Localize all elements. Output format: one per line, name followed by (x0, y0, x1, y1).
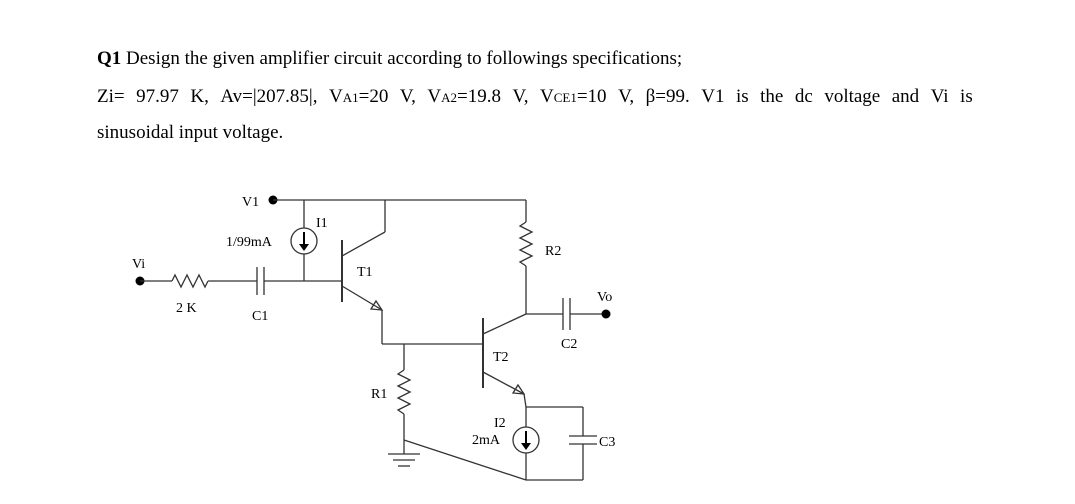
source-resistor-label: 2 K (176, 301, 197, 316)
i2-value-label: 2mA (472, 433, 501, 448)
t1-label: T1 (357, 265, 373, 280)
question-specifications: Zi= 97.97 K, Av=|207.85|, VA1=20 V, VA2=19.8 V,… (97, 85, 973, 110)
question-line-1: Q1 Design the given amplifier circuit ac… (97, 47, 682, 71)
i2-current-source-icon (512, 426, 540, 454)
spec-word: is (735, 86, 749, 107)
i1-current-source-icon (290, 227, 318, 255)
spec-word: V1 (701, 86, 725, 107)
t2-label: T2 (493, 350, 509, 365)
r1-label: R1 (371, 387, 387, 402)
r1-resistor-icon (396, 369, 412, 415)
vo-label: Vo (597, 290, 612, 305)
ground-return-wire (403, 439, 527, 481)
t1-transistor-icon (341, 200, 386, 311)
spec-word: Av=|207.85|, (220, 86, 318, 107)
source-resistor-icon (171, 273, 209, 289)
vi-label: Vi (132, 257, 145, 272)
c3-label: C3 (599, 435, 615, 450)
c1-capacitor-icon (256, 267, 265, 295)
spec-word: V, (618, 86, 635, 107)
c3-capacitor-icon (569, 435, 597, 445)
spec-word: Vi (930, 86, 949, 107)
spec-word: VA1=20 (328, 86, 389, 107)
spec-word: VCE1=10 (539, 86, 607, 107)
spec-word: 97.97 (136, 86, 179, 107)
question-intro: Design the given amplifier circuit accor… (126, 48, 683, 69)
c2-label: C2 (561, 337, 577, 352)
i1-label: I1 (316, 216, 328, 231)
t2-emitter-wire (523, 393, 527, 408)
spec-word: VA2=19.8 (427, 86, 501, 107)
spec-word: dc (794, 86, 813, 107)
spec-word: V, (512, 86, 529, 107)
spec-word: V, (399, 86, 416, 107)
r2-label: R2 (545, 244, 561, 259)
c1-label: C1 (252, 309, 268, 324)
spec-word: the (760, 86, 784, 107)
spec-word: and (891, 86, 920, 107)
i1-value-label: 1/99mA (226, 235, 273, 250)
spec-word: Zi= (97, 86, 125, 107)
spec-word: K, (190, 86, 209, 107)
spec-word: is (960, 86, 973, 107)
spec-word: β=99. (645, 86, 690, 107)
question-number: Q1 (97, 48, 122, 69)
question-line-3: sinusoidal input voltage. (97, 122, 284, 143)
t2-transistor-icon (482, 313, 527, 395)
spec-word: voltage (824, 86, 881, 107)
vo-terminal (601, 309, 611, 319)
c2-capacitor-icon (562, 298, 571, 330)
ground-icon (388, 453, 420, 467)
r2-resistor-icon (518, 221, 534, 267)
i2-label: I2 (494, 416, 506, 431)
v1-label: V1 (242, 195, 259, 210)
